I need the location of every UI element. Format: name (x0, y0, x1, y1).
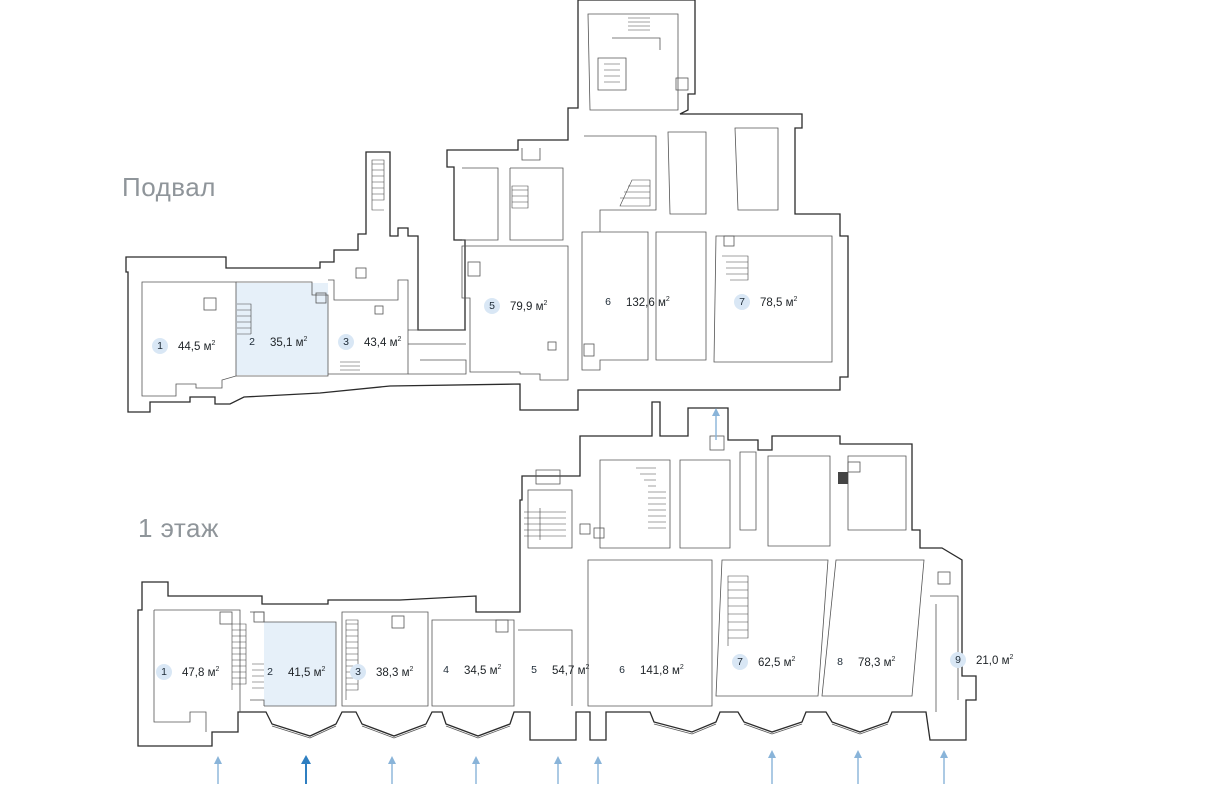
ground-floor-plan (137, 401, 977, 747)
ground-room-9-label[interactable]: 9 21,0 м2 (950, 652, 1013, 668)
room-number-badge: 8 (837, 656, 843, 668)
ground-room-1-label[interactable]: 1 47,8 м2 (156, 664, 219, 680)
room-area: 78,5 м (760, 296, 794, 309)
ground-outer-wall (137, 401, 977, 747)
stairs-icon (237, 17, 749, 371)
room-number-badge: 1 (156, 664, 172, 680)
room-area: 21,0 м (976, 654, 1010, 667)
basement-room-5-label[interactable]: 5 79,9 м2 (484, 298, 547, 314)
floor-title-basement: Подвал (122, 172, 216, 202)
room-area: 34,5 м (464, 664, 498, 677)
basement-room-3-label[interactable]: 3 43,4 м2 (338, 334, 401, 350)
entrance-arrows (214, 408, 948, 784)
room-area: 41,5 м (288, 666, 322, 679)
room-area: 47,8 м (182, 666, 216, 679)
room-number-badge: 7 (732, 654, 748, 670)
basement-plan (125, 0, 849, 413)
toilet-icon (219, 435, 951, 633)
ground-room-8-label[interactable]: 8 78,3 м2 (832, 654, 895, 670)
toilet-icon (203, 77, 735, 357)
basement-room-7-label[interactable]: 7 78,5 м2 (734, 294, 797, 310)
basement-room-5-wall (461, 245, 569, 381)
arrow-up-icon[interactable] (301, 755, 311, 784)
floor-title-ground: 1 этаж (138, 513, 219, 543)
room-area: 141,8 м (640, 664, 680, 677)
basement-room-6-wall (581, 231, 707, 371)
arrow-up-icon[interactable] (388, 756, 396, 784)
ground-upper-rooms (535, 451, 907, 547)
room-number-badge: 5 (484, 298, 500, 314)
ground-room-7-wall (715, 559, 829, 697)
room-number-badge: 3 (350, 664, 366, 680)
room-number-badge: 5 (531, 664, 537, 676)
basement-room-7-wall (713, 235, 833, 363)
room-number-badge: 1 (152, 338, 168, 354)
room-area: 79,9 м (510, 300, 544, 313)
basement-inner-wall (141, 281, 237, 397)
ground-room-5-label[interactable]: 5 54,7 м2 (526, 662, 589, 678)
room-area: 54,7 м (552, 664, 586, 677)
room-area: 38,3 м (376, 666, 410, 679)
arrow-up-icon[interactable] (712, 408, 720, 440)
room-number-badge: 7 (734, 294, 750, 310)
bay-windows (271, 723, 889, 739)
ground-room-6-wall (587, 459, 731, 707)
room-area: 78,3 м (858, 656, 892, 669)
room-area: 62,5 м (758, 656, 792, 669)
arrow-up-icon[interactable] (214, 756, 222, 784)
hatched-column (838, 472, 848, 484)
arrow-up-icon[interactable] (472, 756, 480, 784)
ground-room-3-wall (341, 611, 429, 707)
room-number-badge: 6 (619, 664, 625, 676)
room-area: 43,4 м (364, 336, 398, 349)
basement-room-6-label[interactable]: 6 132,6 м2 (600, 294, 670, 310)
basement-room-3-wall (328, 279, 409, 375)
ground-room-5-wall (518, 489, 573, 706)
basement-outer-wall (125, 0, 849, 413)
ground-room-4-wall (431, 619, 515, 707)
basement-room-2-label[interactable]: 2 35,1 м2 (244, 334, 307, 350)
room-number-badge: 6 (605, 296, 611, 308)
basement-room-1-label[interactable]: 1 44,5 м2 (152, 338, 215, 354)
ground-room-2-highlight[interactable] (264, 622, 336, 706)
arrow-up-icon[interactable] (554, 756, 562, 784)
room-number-badge: 3 (338, 334, 354, 350)
basement-room-2-highlight[interactable] (236, 283, 328, 375)
ground-room-6-label[interactable]: 6 141,8 м2 (614, 662, 684, 678)
room-number-badge: 2 (249, 336, 255, 348)
basement-upper-rooms (584, 13, 779, 232)
arrow-up-icon[interactable] (940, 750, 948, 784)
basement-corridor (408, 329, 467, 375)
room-area: 132,6 м (626, 296, 666, 309)
room-number-badge: 9 (950, 652, 966, 668)
basement-block-a (462, 148, 564, 241)
arrow-up-icon[interactable] (594, 756, 602, 784)
ground-room-8-wall (821, 559, 925, 697)
room-number-badge: 4 (443, 664, 449, 676)
room-number-badge: 2 (267, 666, 273, 678)
arrow-up-icon[interactable] (854, 750, 862, 784)
room-area: 35,1 м (270, 336, 304, 349)
ground-room-7-label[interactable]: 7 62,5 м2 (732, 654, 795, 670)
basement-room-2-wall (236, 281, 329, 377)
room-area: 44,5 м (178, 340, 212, 353)
ground-room-3-label[interactable]: 3 38,3 м2 (350, 664, 413, 680)
ground-room-4-label[interactable]: 4 34,5 м2 (438, 662, 501, 678)
ground-room-2-label[interactable]: 2 41,5 м2 (262, 664, 325, 680)
arrow-up-icon[interactable] (768, 750, 776, 784)
